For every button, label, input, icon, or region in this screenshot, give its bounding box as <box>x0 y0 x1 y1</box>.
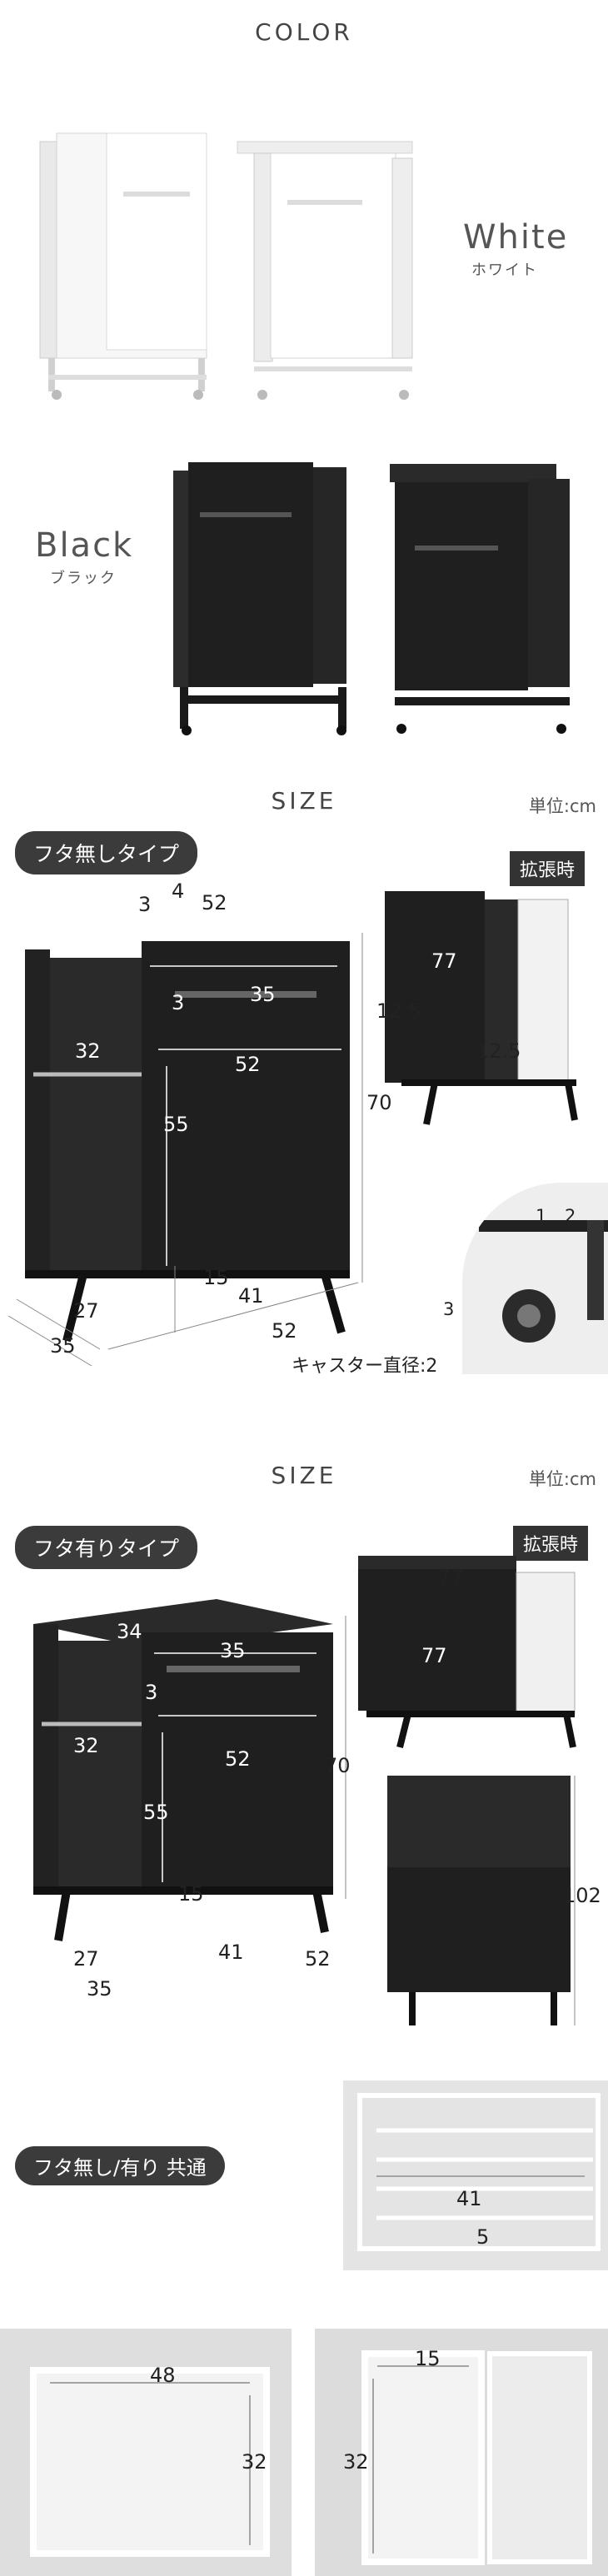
rack-top-drawing <box>343 2080 608 2270</box>
lid-type-label: フタ有りタイプ <box>15 1526 198 1569</box>
dim-55: 55 <box>163 1113 189 1136</box>
size-heading-lid: SIZE <box>271 1462 337 1489</box>
dim-lid-27: 27 <box>73 1947 99 1971</box>
caster-closeup-photo <box>462 1183 608 1374</box>
caster-closeup-drawing <box>479 1220 608 1343</box>
bag-holder-drawing-wide <box>0 2329 292 2576</box>
white-product-lid-image <box>237 141 413 400</box>
rack-top-photo <box>343 2080 608 2270</box>
dim-lid-35: 35 <box>220 1639 246 1662</box>
dim-common-15: 15 <box>415 2347 441 2370</box>
dim-exp-12-5-left: 12.5 <box>376 999 421 1023</box>
black-color-label: Black ブラック <box>35 526 133 588</box>
dim-lid-52-base: 52 <box>305 1947 331 1971</box>
color-heading: COLOR <box>255 18 353 46</box>
unit-label-no-lid: 単位:cm <box>528 796 596 816</box>
dim-common-32b: 32 <box>343 2450 369 2474</box>
dim-32: 32 <box>75 1039 101 1063</box>
dim-27: 27 <box>73 1299 99 1323</box>
dim-lid-exp-77-top: 77 <box>438 1566 464 1589</box>
dim-lid-55: 55 <box>143 1801 169 1824</box>
black-color-name-jp: ブラック <box>50 570 117 587</box>
no-lid-type-label: フタ無しタイプ <box>15 831 198 874</box>
dim-exp-12-5-right: 12.5 <box>476 1039 521 1063</box>
dim-lid-3: 3 <box>145 1681 158 1704</box>
no-lid-expanded-image <box>385 891 578 1125</box>
black-color-name: Black <box>35 526 134 565</box>
dim-52-top: 52 <box>202 891 227 914</box>
expanded-tag-no-lid: 拡張時 <box>510 851 586 886</box>
dim-3-top: 3 <box>138 893 152 916</box>
dim-52-mid: 52 <box>235 1053 261 1076</box>
dim-common-41: 41 <box>456 2187 482 2210</box>
white-color-name-jp: ホワイト <box>471 262 538 279</box>
bag-holder-drawing-narrow <box>315 2329 608 2576</box>
dim-lid-15: 15 <box>178 1882 204 1906</box>
bag-holder-photo-wide <box>0 2329 292 2576</box>
size-heading-no-lid: SIZE <box>271 787 337 815</box>
bag-holder-photo-narrow <box>315 2329 608 2576</box>
dim-15: 15 <box>203 1266 229 1289</box>
dim-lid-70: 70 <box>325 1754 351 1777</box>
dim-lid-35-base: 35 <box>87 1977 112 2001</box>
lid-open-image <box>387 1776 576 2025</box>
dim-lid-exp-77-mid: 77 <box>421 1644 447 1667</box>
dim-41: 41 <box>238 1284 264 1308</box>
dim-lid-32: 32 <box>73 1734 99 1757</box>
dim-35: 35 <box>250 983 276 1006</box>
dim-70: 70 <box>366 1091 392 1114</box>
unit-label-lid: 単位:cm <box>528 1469 596 1489</box>
black-product-no-lid-image <box>173 462 346 735</box>
dim-lid-open-102: 102 <box>563 1884 601 1907</box>
white-product-no-lid-image <box>39 132 207 400</box>
dim-exp-77: 77 <box>431 949 457 973</box>
dim-4-top: 4 <box>172 879 185 903</box>
dim-common-48: 48 <box>150 2364 176 2387</box>
dim-52-base: 52 <box>272 1319 297 1343</box>
dim-common-5: 5 <box>476 2225 490 2249</box>
dim-caster-3: 3 <box>443 1299 455 1319</box>
dim-lid-41: 41 <box>218 1941 244 1964</box>
lid-expanded-image-top <box>358 1556 576 1748</box>
dim-lid-34: 34 <box>117 1620 142 1643</box>
common-label: フタ無し/有り 共通 <box>15 2146 225 2185</box>
black-product-lid-image <box>390 464 570 734</box>
white-color-label: White ホワイト <box>463 218 568 280</box>
expanded-tag-lid: 拡張時 <box>513 1526 589 1561</box>
dim-caster-2: 2 <box>565 1206 576 1226</box>
dim-3-handle: 3 <box>172 991 185 1014</box>
lid-dimension-diagram <box>33 1599 346 1941</box>
dim-lid-52: 52 <box>225 1747 251 1771</box>
dim-caster-1: 1 <box>536 1206 547 1226</box>
no-lid-dimension-diagram <box>7 933 363 1367</box>
dim-common-32a: 32 <box>242 2450 267 2474</box>
caster-diameter-caption: キャスター直径:2 <box>292 1356 438 1377</box>
dim-35-base: 35 <box>50 1334 76 1358</box>
white-color-name: White <box>463 218 569 257</box>
